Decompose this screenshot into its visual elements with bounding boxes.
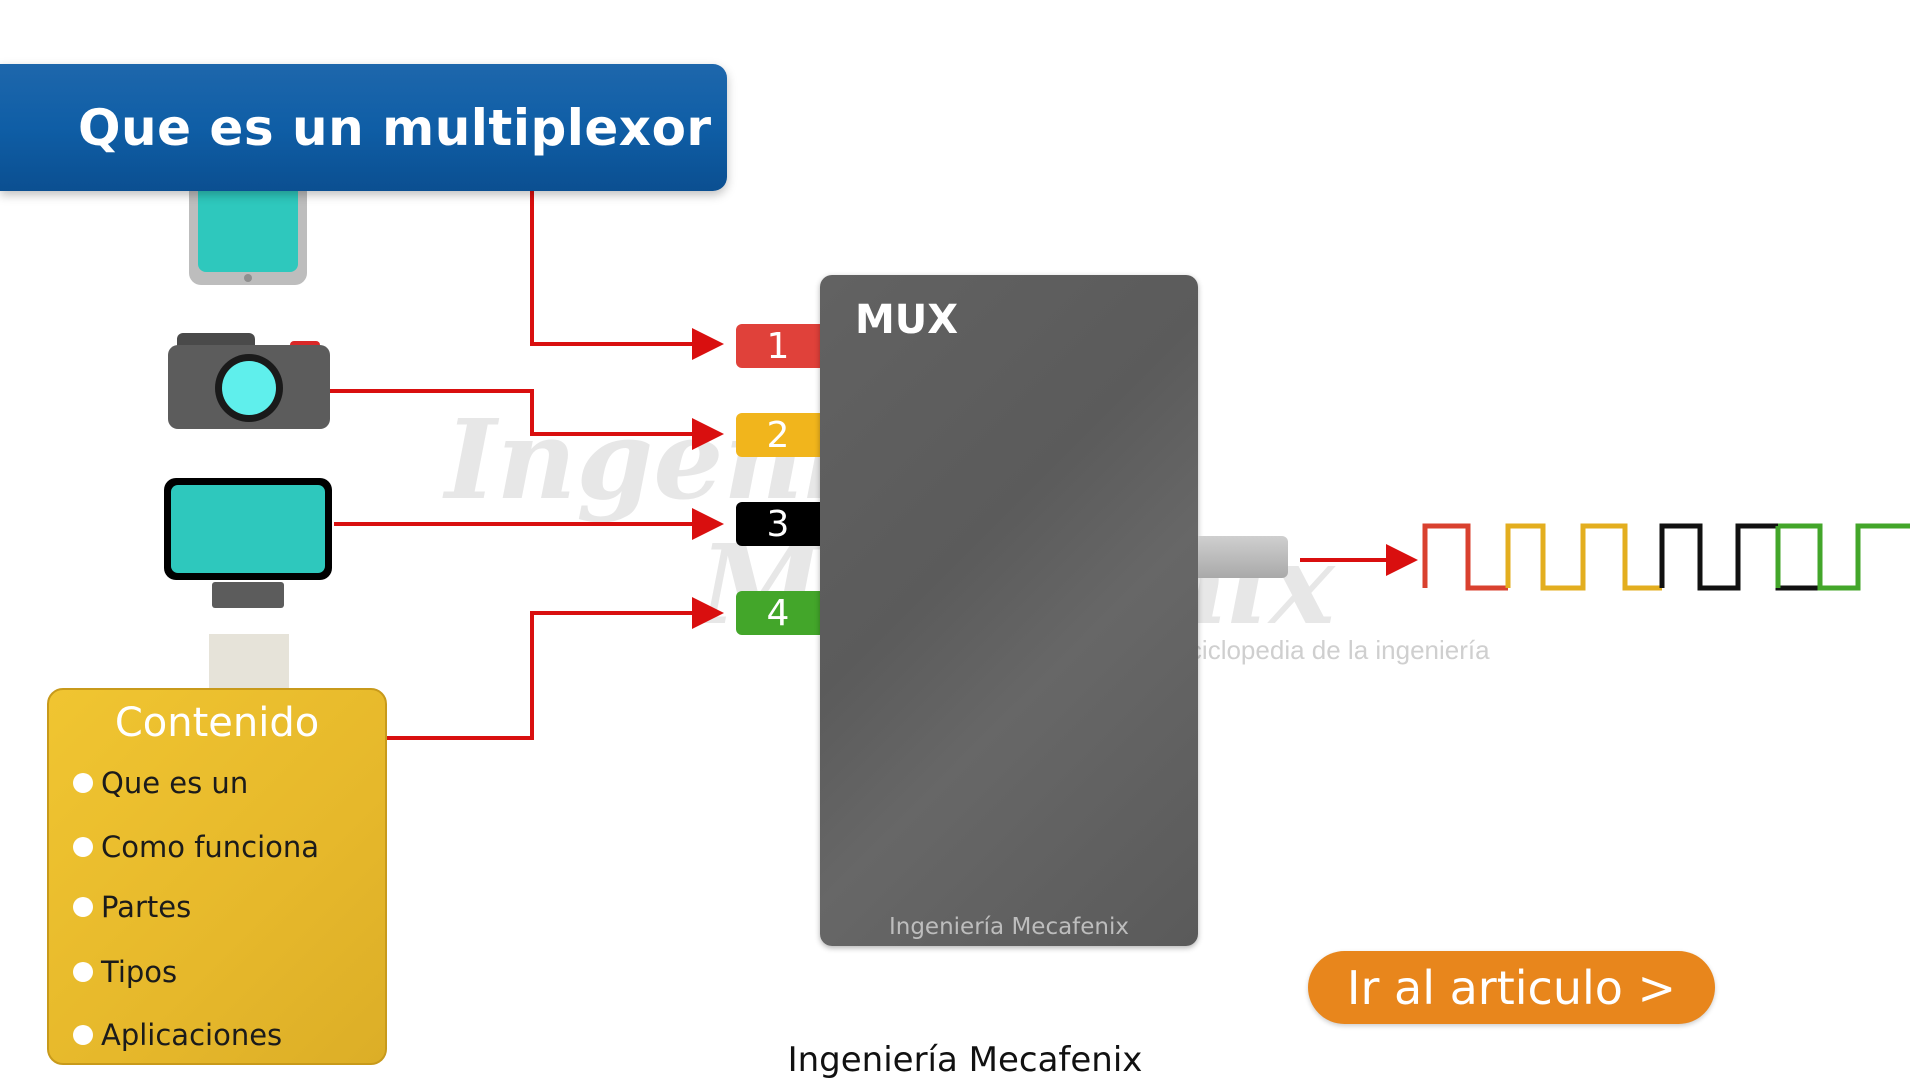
- input-pin-3-label: 3: [766, 503, 790, 545]
- contenido-title: Contenido: [114, 700, 320, 746]
- contenido-item-tipos[interactable]: Tipos: [73, 955, 177, 989]
- mux-block: MUX Ingeniería Mecafenix: [820, 275, 1198, 946]
- contenido-item-label: Que es un: [101, 766, 249, 800]
- arrow-4: [692, 597, 724, 629]
- input-pin-4-label: 4: [766, 592, 790, 634]
- arrow-1: [692, 328, 724, 360]
- contenido-panel: Contenido Que es un Como funciona Partes…: [47, 688, 387, 1065]
- monitor-icon: [164, 478, 332, 690]
- arrow-2: [692, 418, 724, 450]
- contenido-item-label: Partes: [101, 890, 192, 924]
- contenido-item-partes[interactable]: Partes: [73, 890, 191, 924]
- bullet-icon: [73, 837, 93, 857]
- input-pin-3: 3: [736, 502, 820, 546]
- mux-label: MUX: [855, 297, 959, 343]
- camera-icon: [168, 333, 330, 429]
- contenido-item-label: Aplicaciones: [101, 1018, 283, 1052]
- waveform-black: [1659, 523, 1820, 591]
- contenido-item-label: Como funciona: [101, 830, 320, 864]
- contenido-item-label: Tipos: [101, 955, 178, 989]
- bullet-icon: [73, 962, 93, 982]
- wire-4: [387, 611, 710, 740]
- bullet-icon: [73, 773, 93, 793]
- input-pin-4: 4: [736, 591, 820, 635]
- waveform-green-2: [1778, 523, 1910, 591]
- input-pin-2-label: 2: [766, 414, 790, 456]
- title-banner: Que es un multiplexor: [0, 64, 727, 191]
- wire-1: [530, 191, 710, 346]
- ir-al-articulo-button[interactable]: Ir al articulo >: [1308, 951, 1715, 1024]
- page-title: Que es un multiplexor: [78, 98, 712, 157]
- bullet-icon: [73, 1025, 93, 1045]
- bullet-icon: [73, 897, 93, 917]
- contenido-item-como-funciona[interactable]: Como funciona: [73, 830, 319, 864]
- mux-footer-text: Ingeniería Mecafenix: [888, 914, 1130, 940]
- tablet-icon: [189, 180, 307, 285]
- input-pin-1: 1: [736, 324, 820, 368]
- input-pin-2: 2: [736, 413, 820, 457]
- mux-output-connector: [1198, 536, 1288, 578]
- waveform-red: [1422, 523, 1508, 591]
- footer-brand: Ingeniería Mecafenix: [787, 1040, 1143, 1080]
- contenido-item-que-es[interactable]: Que es un: [73, 766, 248, 800]
- wire-2: [328, 389, 710, 436]
- waveform-yellow: [1505, 523, 1662, 591]
- arrow-out: [1386, 544, 1418, 576]
- input-pin-1-label: 1: [766, 325, 790, 367]
- contenido-item-aplicaciones[interactable]: Aplicaciones: [73, 1018, 282, 1052]
- arrow-3: [692, 508, 724, 540]
